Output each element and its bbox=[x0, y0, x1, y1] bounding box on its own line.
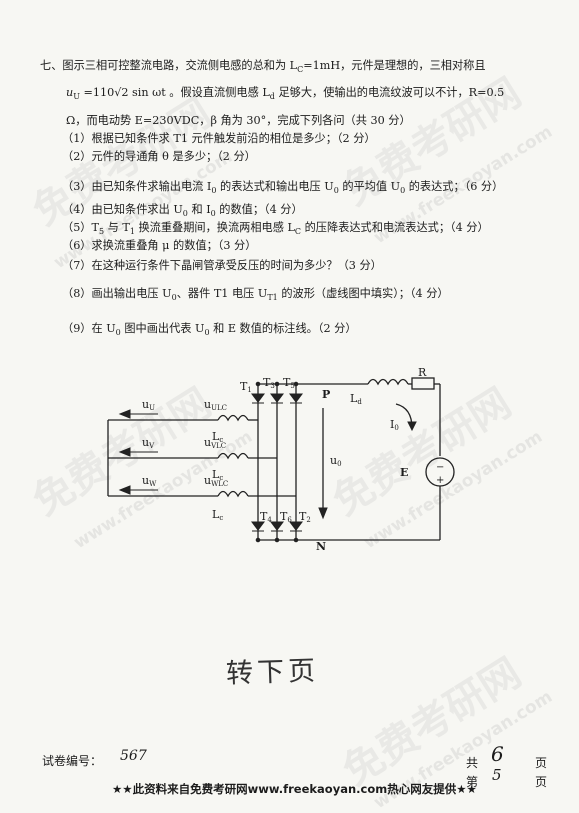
svg-text:u0: u0 bbox=[330, 454, 342, 468]
svg-text:+: + bbox=[436, 475, 444, 486]
svg-text:uV: uV bbox=[142, 436, 155, 450]
svg-text:R: R bbox=[418, 368, 427, 379]
svg-text:uW: uW bbox=[142, 474, 157, 488]
svg-text:Lc: Lc bbox=[212, 508, 223, 522]
svg-text:Ld: Ld bbox=[350, 392, 362, 406]
svg-text:N: N bbox=[316, 540, 326, 553]
page-label: 第 bbox=[466, 775, 479, 789]
svg-text:T4: T4 bbox=[260, 510, 272, 524]
total-unit: 页 bbox=[535, 756, 548, 770]
svg-text:T1: T1 bbox=[240, 380, 252, 394]
source-banner: ★★此资料来自免费考研网www.freekaoyan.com热心网友提供★★ bbox=[112, 782, 477, 796]
page-number: 5 bbox=[492, 766, 502, 784]
question-line-7: （4）由已知条件求出 U0 和 I0 的数值；（4 分） bbox=[62, 203, 303, 219]
question-line-10: （7）在这种运行条件下晶闸管承受反压的时间为多少？（3 分） bbox=[62, 259, 382, 272]
svg-text:E: E bbox=[400, 466, 408, 479]
label-uU: u bbox=[142, 398, 149, 411]
question-line-2: uU =110√2 sin ωt 。假设直流侧电感 Ld 足够大，使输出的电流纹… bbox=[66, 86, 505, 102]
total-label: 共 bbox=[466, 756, 479, 770]
paper-label: 试卷编号： bbox=[42, 754, 103, 768]
rectifier-circuit-diagram: uU uULC Lc uV uVLC Lc uW uWLC Lc T1 T3 T… bbox=[107, 368, 455, 553]
svg-text:−: − bbox=[436, 462, 444, 473]
question-line-4: （1）根据已知条件求 T1 元件触发前沿的相位是多少；（2 分） bbox=[62, 132, 376, 145]
question-line-8: （5）T5 与 T1 换流重叠期间，换流两相电感 LC 的压降表达式和电流表达式… bbox=[62, 221, 489, 237]
total-pages: 6 bbox=[491, 742, 504, 766]
question-line-1: 七、图示三相可控整流电路，交流侧电感的总和为 LC=1mH，元件是理想的，三相对… bbox=[40, 59, 486, 75]
svg-text:Lc: Lc bbox=[212, 468, 223, 482]
svg-text:T5: T5 bbox=[283, 376, 295, 390]
page-unit: 页 bbox=[535, 775, 548, 789]
question-line-6: （3）由已知条件求输出电流 I0 的表达式和输出电压 U0 的平均值 U0 的表… bbox=[62, 180, 504, 196]
question-line-11: （8）画出输出电压 U0、器件 T1 电压 UT1 的波形（虚线图中填实）；（4… bbox=[62, 287, 449, 303]
handwritten-note: 转下页 bbox=[225, 655, 320, 690]
svg-text:T3: T3 bbox=[263, 376, 275, 390]
svg-text:I0: I0 bbox=[390, 418, 399, 432]
svg-text:uWLC: uWLC bbox=[204, 474, 228, 488]
svg-text:uVLC: uVLC bbox=[204, 436, 226, 450]
question-line-5: （2）元件的导通角 θ 是多少；（2 分） bbox=[62, 150, 256, 163]
svg-text:uU: uU bbox=[142, 398, 155, 412]
svg-text:P: P bbox=[322, 388, 330, 401]
svg-text:T2: T2 bbox=[299, 510, 311, 524]
svg-text:T6: T6 bbox=[280, 510, 292, 524]
question-line-12: （9）在 U0 图中画出代表 U0 和 E 数值的标注线。（2 分） bbox=[62, 322, 357, 338]
paper-number: 567 bbox=[120, 748, 147, 764]
question-line-3: Ω，而电动势 E=230VDC，β 角为 30°，完成下列各问（共 30 分） bbox=[66, 114, 411, 127]
svg-text:Lc: Lc bbox=[212, 430, 223, 444]
question-line-9: （6）求换流重叠角 μ 的数值；（3 分） bbox=[62, 239, 257, 252]
svg-text:uULC: uULC bbox=[204, 398, 227, 412]
